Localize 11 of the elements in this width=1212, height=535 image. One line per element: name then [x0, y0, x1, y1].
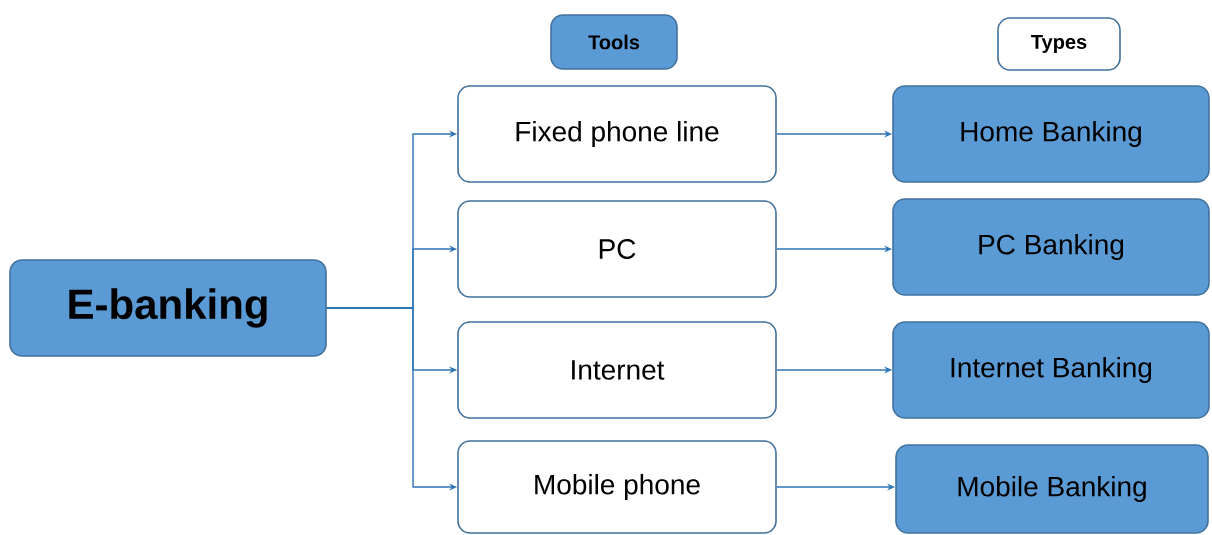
root-box: E-banking	[9, 259, 327, 357]
type-box: Home Banking	[892, 85, 1210, 183]
type-box: PC Banking	[892, 198, 1210, 296]
tool-box: Internet	[457, 321, 777, 419]
tool-box: Fixed phone line	[457, 85, 777, 183]
type-box: Internet Banking	[892, 321, 1210, 419]
heading-box: Tools	[550, 14, 678, 70]
tool-box: PC	[457, 200, 777, 298]
heading-box: Types	[997, 17, 1121, 71]
type-box: Mobile Banking	[895, 444, 1209, 534]
tool-box: Mobile phone	[457, 440, 777, 534]
